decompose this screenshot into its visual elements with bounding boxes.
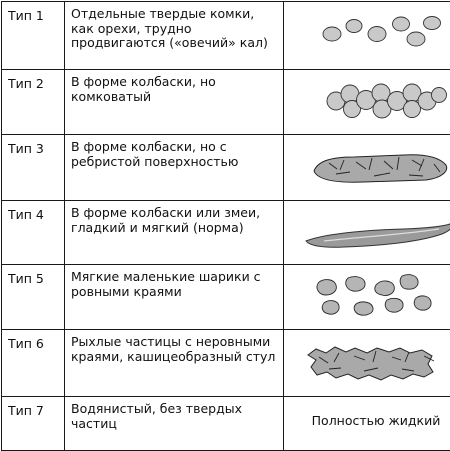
type-label: Тип 2 [2,70,65,135]
type-illustration [284,70,450,135]
type-description: Водянистый, без твердых частиц [65,397,284,451]
type-illustration: Полностью жидкий [284,397,450,451]
table-row: Тип 5 Мягкие маленькие шарики с ровными … [2,265,450,330]
type-description: В форме колбаски, но комковатый [65,70,284,135]
table-row: Тип 7 Водянистый, без твердых частиц Пол… [2,397,450,451]
type-description: Отдельные твердые комки, как орехи, труд… [65,2,284,70]
separate-hard-lumps-image [284,2,450,69]
stool-scale-table-wrapper: Тип 1 Отдельные твердые комки, как орехи… [1,1,449,417]
table-row: Тип 4 В форме колбаски или змеи, гладкий… [2,201,450,265]
type-description: В форме колбаски или змеи, гладкий и мяг… [65,201,284,265]
cracked-sausage-image [284,135,450,200]
type-illustration [284,330,450,397]
type-description: В форме колбаски, но с ребристой поверхн… [65,135,284,201]
type-label: Тип 5 [2,265,65,330]
type-label: Тип 3 [2,135,65,201]
type-description: Мягкие маленькие шарики с ровными краями [65,265,284,330]
type-illustration [284,135,450,201]
type-illustration [284,265,450,330]
liquid-label: Полностью жидкий [284,397,450,428]
type-label: Тип 6 [2,330,65,397]
table-row: Тип 3 В форме колбаски, но с ребристой п… [2,135,450,201]
lumpy-sausage-image [284,70,450,134]
smooth-snake-image [284,201,450,264]
type-label: Тип 4 [2,201,65,265]
type-description: Рыхлые частицы с неровными краями, кашиц… [65,330,284,397]
soft-blobs-image [284,265,450,329]
table-row: Тип 1 Отдельные твердые комки, как орехи… [2,2,450,70]
table-row: Тип 2 В форме колбаски, но комковатый [2,70,450,135]
type-label: Тип 1 [2,2,65,70]
type-illustration [284,201,450,265]
table-row: Тип 6 Рыхлые частицы с неровными краями,… [2,330,450,397]
type-label: Тип 7 [2,397,65,451]
fluffy-pieces-image [284,330,450,396]
type-illustration [284,2,450,70]
